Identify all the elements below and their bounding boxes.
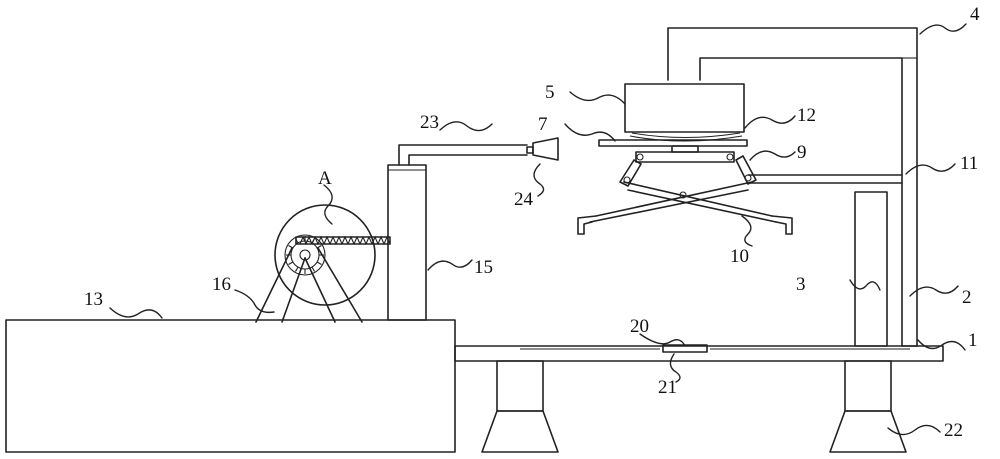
gear-tooth xyxy=(311,266,315,272)
nozzle-24 xyxy=(526,137,559,161)
rack-tooth xyxy=(305,235,313,245)
label-10: 10 xyxy=(730,246,749,267)
rack-tooth xyxy=(371,235,379,245)
wheel-mechanism-A xyxy=(274,204,391,306)
leader-lines xyxy=(109,23,967,436)
label-15: 15 xyxy=(474,257,493,278)
rack-tooth xyxy=(365,235,373,245)
motor-5 xyxy=(624,83,745,133)
label-7: 7 xyxy=(538,114,548,135)
label-A: A xyxy=(318,168,332,189)
rack-tooth xyxy=(383,235,391,245)
arm-11 xyxy=(747,174,903,184)
label-21: 21 xyxy=(658,377,677,398)
label-12: 12 xyxy=(797,105,816,126)
column-15 xyxy=(387,164,427,321)
gear-tooth xyxy=(316,261,322,265)
base-box-13 xyxy=(5,319,456,453)
leg-right-22 xyxy=(829,360,907,453)
label-4: 4 xyxy=(970,4,980,25)
disc-7-12 xyxy=(598,132,748,163)
rack-tooth xyxy=(347,235,355,245)
rack-tooth xyxy=(323,235,331,245)
rack-tooth xyxy=(317,235,325,245)
label-20: 20 xyxy=(630,316,649,337)
label-9: 9 xyxy=(797,142,807,163)
label-13: 13 xyxy=(84,289,103,310)
rack-tooth xyxy=(353,235,361,245)
label-2: 2 xyxy=(962,287,972,308)
label-5: 5 xyxy=(545,82,555,103)
rail-1 xyxy=(454,345,944,362)
gear-tooth xyxy=(295,266,299,272)
rack-tooth xyxy=(299,235,307,245)
frame-2-4 xyxy=(667,27,918,347)
rack-tooth xyxy=(341,235,349,245)
post-3 xyxy=(854,191,888,347)
label-24: 24 xyxy=(514,189,534,210)
part-labels: 4 5 7 12 9 11 10 23 24 A 15 16 13 3 2 1 … xyxy=(84,4,980,441)
leg-left-22 xyxy=(481,360,559,453)
rack-tooth xyxy=(359,235,367,245)
label-23: 23 xyxy=(420,112,439,133)
stand-16 xyxy=(255,247,363,323)
label-1: 1 xyxy=(968,330,978,351)
rack-tooth xyxy=(335,235,343,245)
rack-tooth xyxy=(311,235,319,245)
scissor-gripper-9-10 xyxy=(577,155,793,235)
label-3: 3 xyxy=(796,274,806,295)
rack-tooth xyxy=(377,235,385,245)
label-16: 16 xyxy=(212,274,231,295)
label-11: 11 xyxy=(960,153,978,174)
gear-tooth xyxy=(288,261,294,265)
label-22: 22 xyxy=(944,420,963,441)
rack-tooth xyxy=(329,235,337,245)
pipe-23 xyxy=(398,144,528,166)
